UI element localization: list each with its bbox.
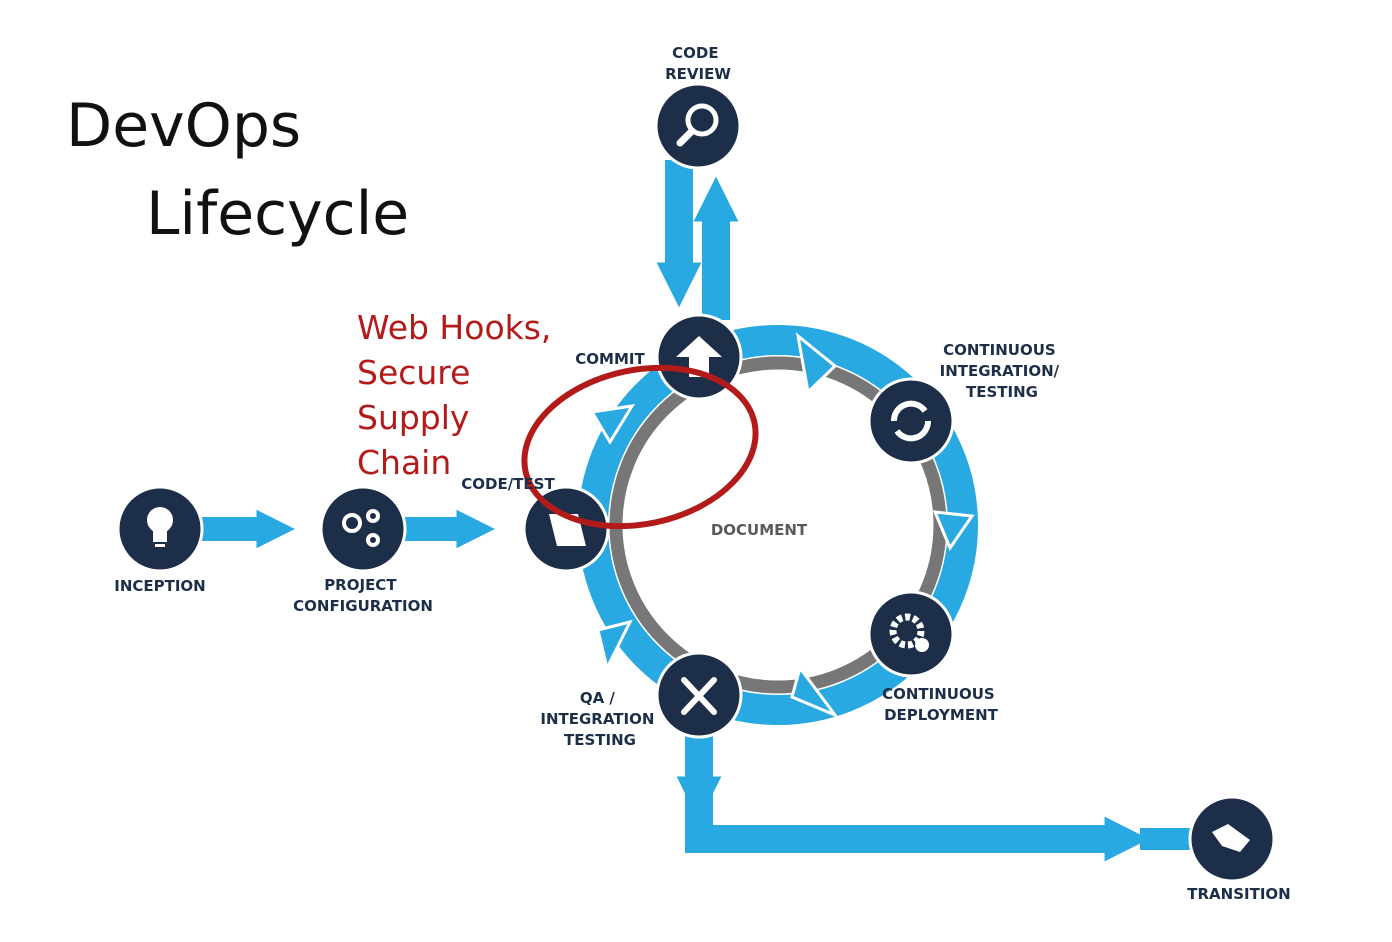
title-line-1: DevOps: [66, 91, 302, 161]
label-continuous-integration: CONTINUOUS INTEGRATION/ TESTING: [940, 341, 1065, 401]
annotation-line: Secure: [357, 353, 471, 392]
node-continuous-integration[interactable]: [867, 377, 955, 465]
lightbulb-icon: [147, 507, 173, 547]
label-qa-integration: QA / INTEGRATION TESTING: [540, 689, 659, 749]
tools-icon: [681, 677, 717, 715]
gears-icon: [342, 509, 380, 547]
label-code-review: CODE REVIEW: [665, 44, 731, 83]
highlight-circle: [521, 364, 759, 530]
annotation-line: Supply: [357, 398, 470, 437]
label-project-configuration: PROJECT CONFIGURATION: [293, 576, 433, 615]
ring-arrowheads: [589, 332, 975, 719]
annotation-line: Chain: [357, 443, 452, 482]
center-label: DOCUMENT: [711, 521, 808, 539]
node-code-review[interactable]: [654, 82, 742, 170]
annotation-text: Web Hooks, Secure Supply Chain: [357, 305, 551, 485]
node-project-configuration[interactable]: [319, 485, 407, 573]
label-inception: INCEPTION: [114, 577, 206, 595]
label-code-test: CODE/TEST: [461, 475, 555, 493]
sync-icon: [890, 400, 932, 442]
magnifier-icon: [676, 103, 719, 147]
upload-arrow-icon: [676, 336, 722, 377]
annotation-line: Web Hooks,: [357, 308, 552, 347]
node-transition[interactable]: [1188, 795, 1276, 883]
label-transition: TRANSITION: [1187, 885, 1290, 903]
label-continuous-deployment: CONTINUOUS DEPLOYMENT: [882, 685, 1000, 724]
gear-sync-icon: [889, 613, 929, 652]
node-inception[interactable]: [116, 485, 204, 573]
title-line-2: Lifecycle: [146, 179, 410, 249]
label-commit: COMMIT: [575, 350, 645, 368]
handshake-icon: [1212, 824, 1250, 852]
flow-arrow-transition: [685, 790, 1150, 862]
node-code-test[interactable]: [522, 485, 610, 573]
node-continuous-deployment[interactable]: [867, 590, 955, 678]
node-qa-integration[interactable]: [655, 651, 743, 739]
